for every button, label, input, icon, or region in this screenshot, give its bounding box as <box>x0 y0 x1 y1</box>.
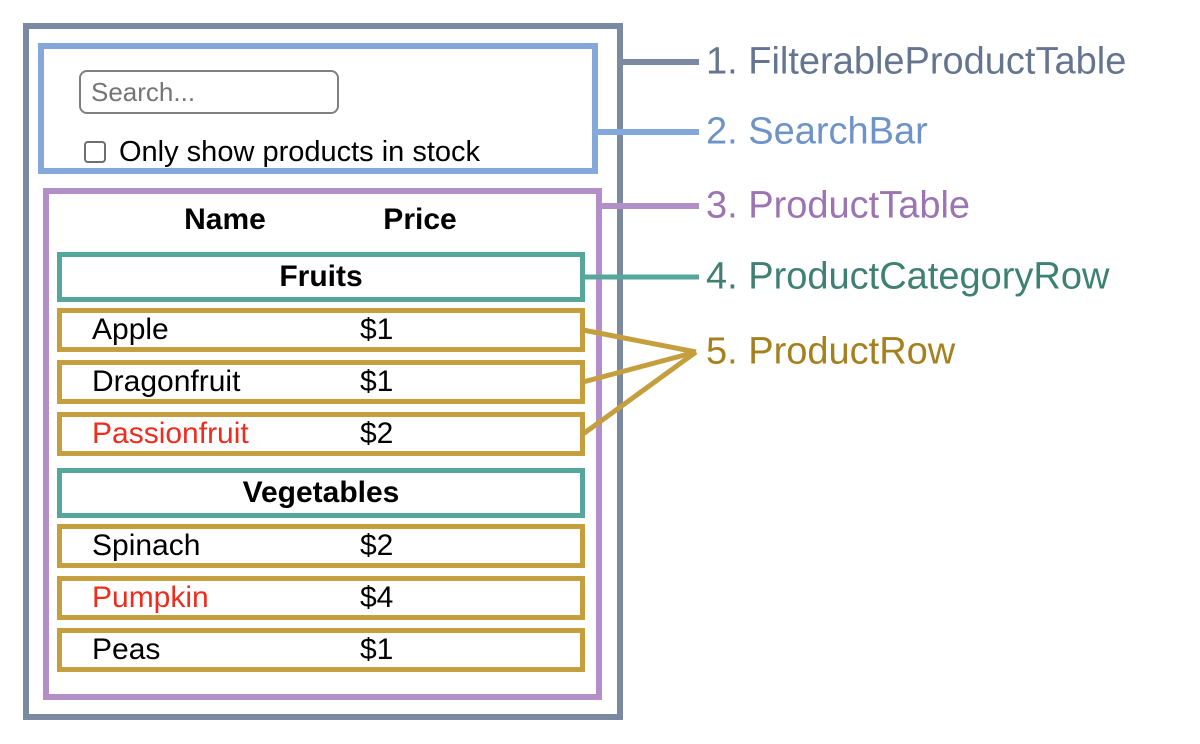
product-category-row-vegetables: Vegetables <box>57 468 585 518</box>
column-header-name: Name <box>184 203 266 236</box>
product-name: Apple <box>92 313 169 346</box>
search-bar-outline: Only show products in stock <box>38 43 598 174</box>
product-name: Peas <box>92 633 161 666</box>
product-row-spinach: Spinach $2 <box>57 524 585 568</box>
product-price: $2 <box>360 529 394 562</box>
product-name: Spinach <box>92 529 201 562</box>
legend-label-search-bar: 2. SearchBar <box>706 110 928 153</box>
in-stock-row: Only show products in stock <box>84 134 480 170</box>
product-name-out-of-stock: Passionfruit <box>92 417 249 450</box>
category-label: Vegetables <box>242 476 400 509</box>
category-label: Fruits <box>279 260 363 293</box>
legend-label-product-table: 3. ProductTable <box>706 184 971 227</box>
product-row-pumpkin: Pumpkin $4 <box>57 576 585 620</box>
legend-label-product-category-row: 4. ProductCategoryRow <box>706 255 1110 298</box>
column-header-price: Price <box>383 203 457 236</box>
in-stock-checkbox[interactable] <box>84 141 106 163</box>
product-price: $1 <box>360 633 394 666</box>
legend-label-filterable-product-table: 1. FilterableProductTable <box>706 40 1127 83</box>
product-row-passionfruit: Passionfruit $2 <box>57 412 585 456</box>
product-category-row-fruits: Fruits <box>57 252 585 302</box>
product-price: $1 <box>360 365 394 398</box>
product-name-out-of-stock: Pumpkin <box>92 581 209 614</box>
in-stock-label: Only show products in stock <box>119 135 481 168</box>
product-row-peas: Peas $1 <box>57 628 585 672</box>
product-price: $1 <box>360 313 394 346</box>
product-row-dragonfruit: Dragonfruit $1 <box>57 360 585 404</box>
search-input[interactable] <box>79 70 339 114</box>
product-row-apple: Apple $1 <box>57 308 585 352</box>
legend-label-product-row: 5. ProductRow <box>706 330 956 373</box>
product-price: $4 <box>360 581 394 614</box>
product-price: $2 <box>360 417 394 450</box>
product-name: Dragonfruit <box>92 365 241 398</box>
